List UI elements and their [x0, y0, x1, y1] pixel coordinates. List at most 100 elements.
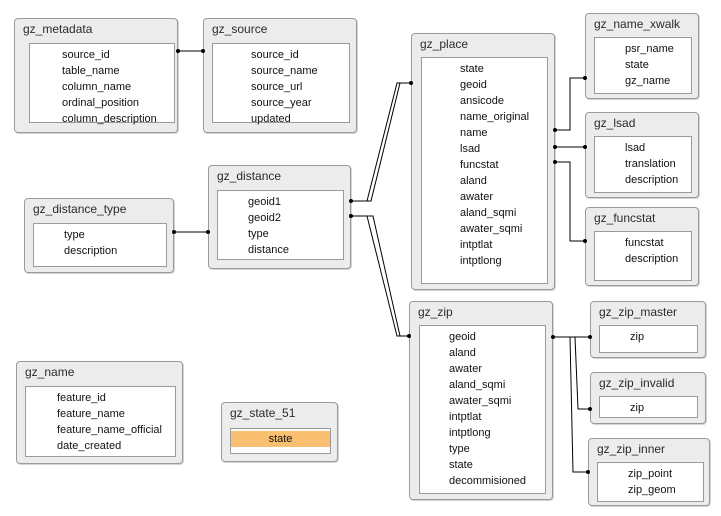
field-list[interactable]: funcstat description [594, 231, 692, 281]
field-geoid[interactable]: geoid [460, 79, 487, 91]
table-title[interactable]: gz_lsad [594, 116, 636, 130]
field-state[interactable]: state [625, 59, 649, 71]
field-lsad[interactable]: lsad [625, 142, 646, 154]
link-geoid1-place[interactable] [351, 82, 411, 202]
field-column-name[interactable]: column_name [62, 81, 132, 93]
field-awater-sqmi[interactable]: awater_sqmi [460, 223, 523, 235]
field-source-id[interactable]: source_id [251, 49, 299, 61]
field-description[interactable]: description [625, 253, 679, 265]
field-state[interactable]: state [460, 63, 484, 75]
field-aland[interactable]: aland [449, 347, 476, 359]
field-list[interactable]: source_id table_name column_name ordinal_po… [29, 43, 175, 125]
table-gz-zip-inner[interactable]: gz_zip_inner zip_point zip_geom [588, 438, 710, 506]
table-title[interactable]: gz_metadata [23, 22, 93, 36]
field-list[interactable]: source_id source_name source_url source_yea… [212, 43, 350, 125]
table-title[interactable]: gz_place [420, 37, 469, 51]
field-awater-sqmi[interactable]: awater_sqmi [449, 395, 512, 407]
table-title[interactable]: gz_source [212, 22, 268, 36]
field-aland-sqmi[interactable]: aland_sqmi [460, 207, 517, 219]
field-list[interactable]: type description [33, 223, 167, 267]
link-geoid2-place[interactable] [351, 82, 411, 202]
field-ansicode[interactable]: ansicode [460, 95, 505, 107]
field-list[interactable]: zip [599, 325, 698, 353]
table-title[interactable]: gz_distance_type [33, 202, 127, 216]
field-funcstat[interactable]: funcstat [625, 237, 664, 249]
field-source-id[interactable]: source_id [62, 49, 110, 61]
field-type[interactable]: type [248, 228, 269, 240]
field-source-url[interactable]: source_url [251, 81, 303, 93]
field-state[interactable]: state [449, 459, 473, 471]
field-name[interactable]: name [460, 127, 488, 139]
field-awater[interactable]: awater [449, 363, 483, 375]
link-place-funcstat[interactable] [555, 161, 585, 242]
table-title[interactable]: gz_zip_master [599, 305, 678, 319]
table-title[interactable]: gz_distance [217, 169, 282, 183]
field-feature-name-official[interactable]: feature_name_official [57, 424, 162, 436]
field-list[interactable]: feature_id feature_name feature_name_offic… [25, 386, 176, 457]
field-lsad[interactable]: lsad [460, 143, 481, 155]
table-gz-name[interactable]: gz_name feature_id feature_name feature_nam… [16, 361, 183, 464]
field-psr-name[interactable]: psr_name [625, 43, 674, 55]
table-gz-metadata[interactable]: gz_metadata source_id table_name column_nam… [14, 18, 178, 133]
field-list[interactable]: zip [599, 396, 698, 418]
field-zip-point[interactable]: zip_point [628, 468, 673, 480]
link-place-xwalk[interactable] [555, 77, 585, 131]
field-type[interactable]: type [64, 229, 85, 241]
table-title[interactable]: gz_funcstat [594, 211, 656, 225]
field-geoid2[interactable]: geoid2 [248, 212, 282, 224]
field-geoid[interactable]: geoid [449, 331, 476, 343]
link-zip-inner[interactable] [553, 336, 588, 473]
field-distance[interactable]: distance [248, 244, 289, 256]
field-funcstat[interactable]: funcstat [460, 159, 499, 171]
link-geoid2-zip[interactable] [351, 215, 409, 337]
link-zip-invalid[interactable] [553, 336, 590, 410]
table-title[interactable]: gz_zip_inner [597, 442, 666, 456]
field-source-name[interactable]: source_name [251, 65, 318, 77]
table-title[interactable]: gz_state_51 [230, 406, 296, 420]
field-feature-name[interactable]: feature_name [57, 408, 125, 420]
field-table-name[interactable]: table_name [62, 65, 120, 77]
field-description[interactable]: description [64, 245, 118, 257]
field-name-original[interactable]: name_original [460, 111, 530, 123]
field-aland[interactable]: aland [460, 175, 487, 187]
field-decommisioned[interactable]: decommisioned [449, 475, 527, 487]
field-intptlat[interactable]: intptlat [460, 239, 493, 251]
field-translation[interactable]: translation [625, 158, 676, 170]
link-geoid1-zip[interactable] [351, 215, 409, 337]
field-zip[interactable]: zip [630, 331, 645, 343]
field-intptlong[interactable]: intptlong [449, 427, 491, 439]
field-awater[interactable]: awater [460, 191, 494, 203]
field-list[interactable]: lsad translation description [594, 136, 692, 193]
table-title[interactable]: gz_name_xwalk [594, 17, 681, 31]
field-zip-geom[interactable]: zip_geom [628, 484, 676, 496]
field-list[interactable]: state [230, 428, 331, 454]
table-title[interactable]: gz_zip_invalid [599, 376, 675, 390]
table-title[interactable]: gz_zip [418, 305, 453, 319]
table-gz-funcstat[interactable]: gz_funcstat funcstat description [585, 207, 699, 286]
field-ordinal-position[interactable]: ordinal_position [62, 97, 140, 109]
field-column-description[interactable]: column_description [62, 113, 157, 125]
field-intptlat[interactable]: intptlat [449, 411, 482, 423]
field-description[interactable]: description [625, 174, 679, 186]
field-list[interactable]: zip_point zip_geom [597, 462, 704, 502]
field-type[interactable]: type [449, 443, 470, 455]
field-aland-sqmi[interactable]: aland_sqmi [449, 379, 506, 391]
field-feature-id[interactable]: feature_id [57, 392, 106, 404]
table-title[interactable]: gz_name [25, 365, 75, 379]
field-source-year[interactable]: source_year [251, 97, 312, 109]
field-gz-name[interactable]: gz_name [625, 75, 671, 87]
field-state[interactable]: state [231, 431, 330, 447]
